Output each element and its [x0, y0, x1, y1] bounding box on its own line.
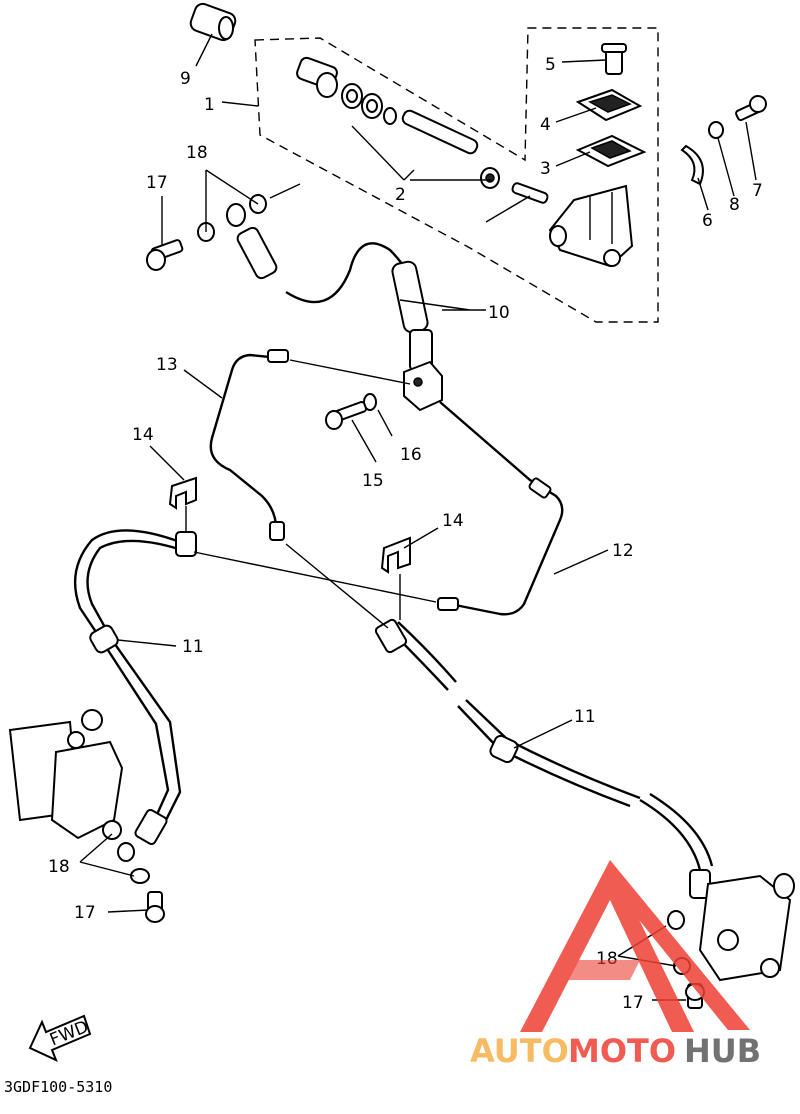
part-bolt-15	[325, 401, 367, 430]
fwd-arrow-icon: FWD	[28, 1014, 91, 1062]
callout-2: 2	[395, 185, 406, 205]
part-bolt-17-upper	[146, 239, 184, 271]
part-washer-18-right-a	[667, 910, 685, 930]
callout-18-left: 18	[48, 857, 70, 877]
part-caliper-left	[8, 709, 124, 840]
part-hose-11-left-protector	[89, 624, 119, 654]
part-washer-18-left	[130, 868, 150, 884]
part-piston-2	[401, 109, 500, 189]
leader-lines	[79, 33, 757, 1001]
part-hose-11-left-fitting-bottom	[134, 808, 168, 846]
part-master-cylinder-body	[548, 184, 634, 268]
callout-6: 6	[702, 211, 713, 231]
callout-7: 7	[752, 181, 763, 201]
part-screw-5	[601, 43, 627, 75]
part-joint	[403, 360, 443, 412]
callout-13: 13	[156, 355, 178, 375]
part-clip-14-left	[168, 476, 197, 510]
part-piston-kit	[296, 56, 397, 125]
callout-10: 10	[488, 303, 510, 323]
part-caliper-right	[698, 873, 795, 982]
part-pipe-13	[209, 353, 281, 529]
part-pipe-12	[439, 401, 564, 616]
part-pipe-12-nut-bottom	[437, 597, 459, 611]
callout-14-left: 14	[132, 425, 154, 445]
part-bolt-7	[735, 95, 767, 122]
logo-text-moto: MOTO	[568, 1032, 676, 1070]
callout-3: 3	[540, 159, 551, 179]
callout-9: 9	[180, 69, 191, 89]
logo-triangle-outer	[520, 860, 694, 1032]
callout-11-right: 11	[574, 707, 596, 727]
part-pipe-13-nut-bottom	[269, 521, 285, 541]
logo-triangle-bar	[550, 960, 640, 980]
part-hose-11-left-eye	[117, 842, 135, 862]
callout-5: 5	[545, 55, 556, 75]
part-hose-10	[226, 203, 433, 371]
logo-triangle-right	[610, 860, 750, 1030]
part-pipe-12-nut-top	[528, 477, 552, 499]
callout-8: 8	[729, 195, 740, 215]
diagram-code: 3GDF100-5310	[4, 1078, 112, 1096]
callout-15: 15	[362, 471, 384, 491]
callout-16: 16	[400, 445, 422, 465]
callout-17-upper: 17	[146, 173, 168, 193]
part-hose-11-right	[374, 618, 714, 899]
logo-text-auto: AUTO	[470, 1032, 569, 1070]
part-boot-9	[189, 2, 237, 42]
part-hose-11-right-protector	[489, 734, 519, 764]
callout-1: 1	[204, 95, 215, 115]
callout-17-right: 17	[622, 993, 644, 1013]
callout-4: 4	[540, 115, 551, 135]
part-pipe-13-nut-top	[267, 349, 289, 363]
fwd-label: FWD	[47, 1017, 91, 1050]
assembly-frame-1	[254, 27, 659, 323]
part-spring	[511, 182, 549, 204]
callout-11-left: 11	[182, 637, 204, 657]
automotohub-logo: AUTO MOTO HUB	[470, 860, 761, 1070]
part-hose-11-left-fitting-top	[175, 531, 197, 557]
callout-18-upper: 18	[186, 143, 208, 163]
part-cap-4	[575, 88, 643, 122]
part-washer-8	[708, 121, 724, 139]
part-hose-11-right-fitting-top	[374, 618, 408, 654]
part-hose-11-left	[73, 529, 197, 862]
part-clip-14-right	[380, 536, 411, 574]
logo-text-hub: HUB	[684, 1032, 761, 1070]
part-diaphragm-3	[575, 134, 647, 168]
callout-14-right: 14	[442, 511, 464, 531]
callout-12: 12	[612, 541, 634, 561]
part-clamp-6	[680, 144, 704, 186]
callout-17-left: 17	[74, 903, 96, 923]
part-bolt-17-left	[145, 891, 165, 923]
